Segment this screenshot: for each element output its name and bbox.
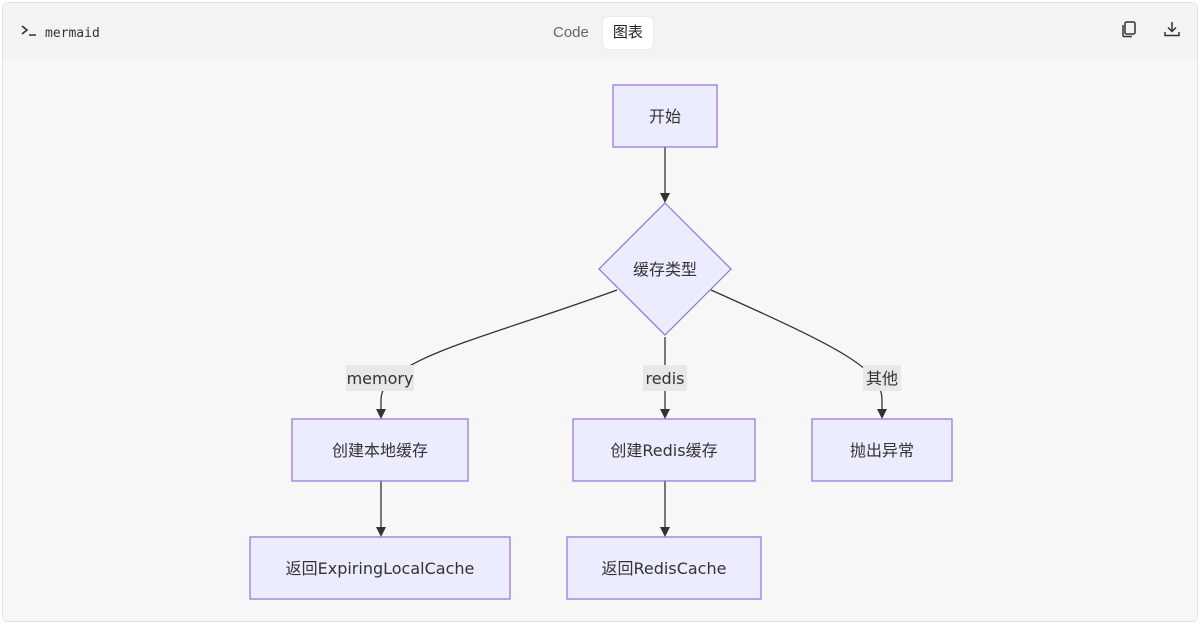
edge-memory: [376, 289, 618, 419]
svg-text:创建本地缓存: 创建本地缓存: [332, 441, 428, 460]
node-create-redis: 创建Redis缓存: [572, 418, 756, 482]
download-button[interactable]: [1160, 19, 1184, 43]
tab-code[interactable]: Code: [553, 24, 589, 41]
language-tag: mermaid: [21, 24, 100, 42]
node-return-redis: 返回RedisCache: [566, 536, 762, 600]
svg-text:创建Redis缓存: 创建Redis缓存: [610, 441, 717, 460]
edge-other: [710, 289, 887, 419]
edge-label-redis: redis: [643, 365, 687, 391]
edge-label-memory: memory: [346, 365, 414, 391]
svg-text:memory: memory: [347, 369, 414, 388]
tab-diagram[interactable]: 图表: [602, 17, 653, 49]
svg-text:返回ExpiringLocalCache: 返回ExpiringLocalCache: [286, 559, 475, 578]
toolbar: mermaid Code 图表: [3, 3, 1197, 59]
copy-button[interactable]: [1117, 19, 1141, 43]
copy-icon: [1120, 20, 1138, 42]
node-create-local: 创建本地缓存: [291, 418, 469, 482]
node-return-local: 返回ExpiringLocalCache: [249, 536, 511, 600]
svg-text:抛出异常: 抛出异常: [850, 441, 914, 460]
flowchart: memory redis 其他 开始 缓存类型 创建本地缓存: [249, 84, 953, 600]
node-decision: 缓存类型: [598, 202, 732, 336]
node-start: 开始: [612, 84, 718, 148]
svg-text:缓存类型: 缓存类型: [633, 260, 697, 279]
svg-text:redis: redis: [645, 369, 684, 388]
svg-text:开始: 开始: [649, 107, 681, 126]
view-tabs: Code 图表: [543, 17, 653, 49]
diagram-canvas: memory redis 其他 开始 缓存类型 创建本地缓存: [3, 59, 1197, 621]
download-icon: [1163, 20, 1181, 42]
node-throw: 抛出异常: [811, 418, 953, 482]
language-label: mermaid: [45, 25, 100, 41]
svg-text:其他: 其他: [866, 369, 898, 388]
edge-label-other: 其他: [863, 365, 901, 391]
terminal-prompt-icon: [21, 25, 37, 41]
svg-text:返回RedisCache: 返回RedisCache: [602, 559, 727, 578]
